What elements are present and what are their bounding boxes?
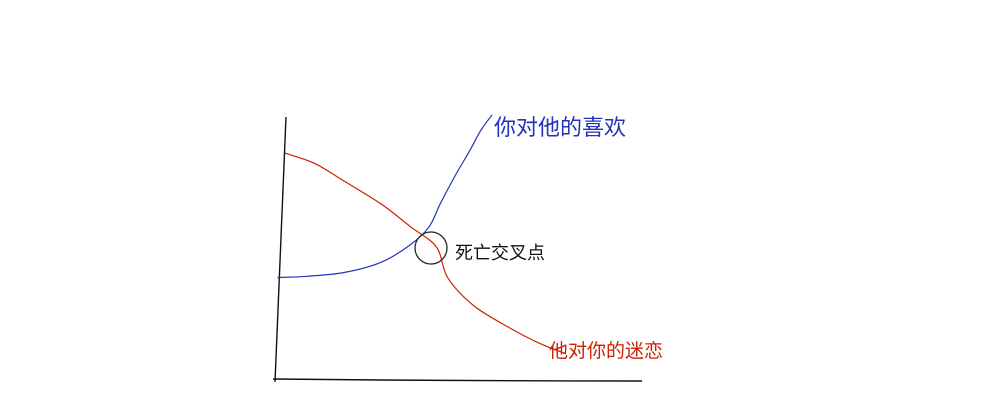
y-axis [274,116,287,383]
series-line-blue [277,114,493,279]
series-label-red: 他对你的迷恋 [549,340,664,362]
annotation-death-cross: 死亡交叉点 [455,243,545,264]
series-label-blue: 你对他的喜欢 [494,116,627,141]
crossover-circle [414,231,448,265]
series-line-red [284,152,567,355]
x-axis [272,378,643,382]
